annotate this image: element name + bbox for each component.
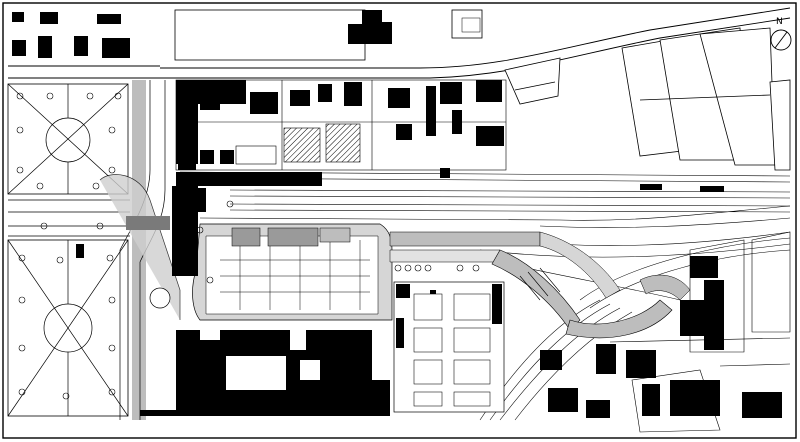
north-label: N [776,17,783,27]
central-avenue [99,80,184,420]
north-buildings [175,79,507,171]
track-side-markers [260,168,724,192]
station-plaza [172,172,691,339]
top-left-blocks [12,12,130,58]
cross-avenue [8,199,130,237]
south-station-buildings [393,281,505,413]
left-park [7,83,129,417]
industrial-buildings [504,27,791,171]
southeast-buildings [540,231,791,433]
north-arrow-icon: N [770,17,792,51]
top-center-block [174,9,483,61]
south-buildings [176,330,390,416]
